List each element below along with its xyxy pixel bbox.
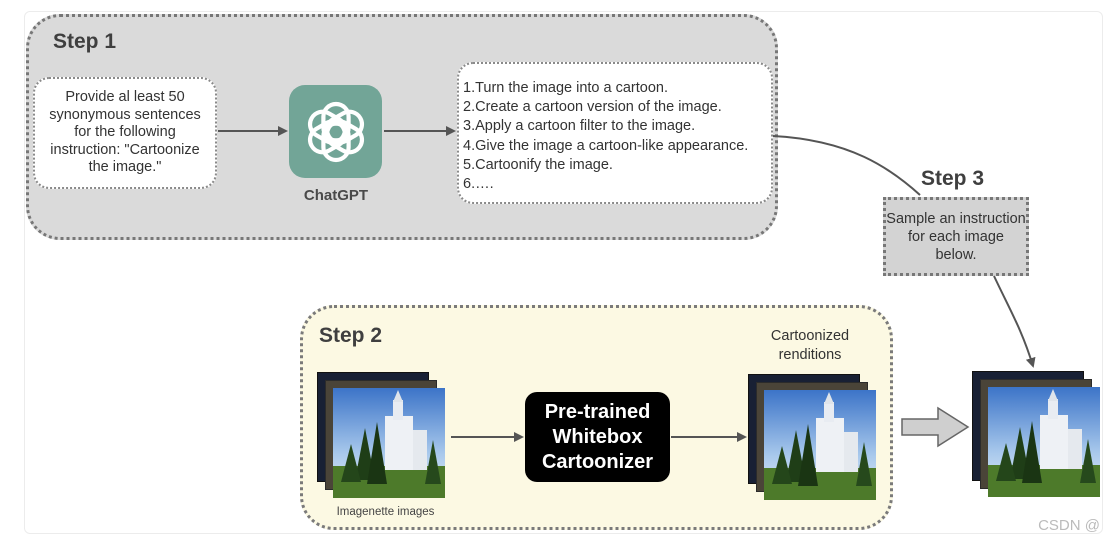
cartoonizer-model-box: Pre-trained Whitebox Cartoonizer bbox=[525, 392, 670, 482]
photo-stack-icon bbox=[972, 371, 1100, 497]
list-item: 2.Create a cartoon version of the image. bbox=[463, 99, 722, 116]
input-caption: Imagenette images bbox=[336, 506, 435, 518]
prompt-box: Provide al least 50 synonymous sentences… bbox=[33, 77, 217, 189]
list-item: 3.Apply a cartoon filter to the image. bbox=[463, 118, 696, 135]
chatgpt-tile bbox=[289, 85, 382, 178]
photo-stack-icon bbox=[317, 372, 445, 498]
sample-text: Sample an instruction for each image bel… bbox=[886, 210, 1026, 263]
chatgpt-label: ChatGPT bbox=[303, 187, 369, 204]
sample-instruction-box: Sample an instruction for each image bel… bbox=[883, 197, 1029, 276]
output-caption: Cartoonized renditions bbox=[770, 328, 850, 363]
synonym-list-box: 1.Turn the image into a cartoon. 2.Creat… bbox=[457, 62, 773, 204]
openai-logo-icon bbox=[307, 101, 364, 162]
list-item: 4.Give the image a cartoon-like appearan… bbox=[463, 137, 749, 154]
step2-label: Step 2 bbox=[319, 324, 383, 347]
arrow-step3-to-output bbox=[993, 275, 1036, 368]
step3-label: Step 3 bbox=[921, 167, 985, 190]
step1-label: Step 1 bbox=[53, 30, 117, 53]
block-arrow-icon bbox=[901, 406, 970, 448]
list-item: 1.Turn the image into a cartoon. bbox=[463, 80, 668, 96]
model-label: Pre-trained Whitebox Cartoonizer bbox=[541, 400, 654, 473]
list-item: 5.Cartoonify the image. bbox=[463, 156, 613, 173]
list-item: 6.…. bbox=[463, 176, 494, 193]
photo-stack-icon bbox=[748, 374, 876, 500]
prompt-text: Provide al least 50 synonymous sentences… bbox=[49, 89, 201, 176]
connector-list-to-step3 bbox=[772, 135, 921, 196]
watermark: CSDN @ bbox=[1038, 517, 1100, 534]
